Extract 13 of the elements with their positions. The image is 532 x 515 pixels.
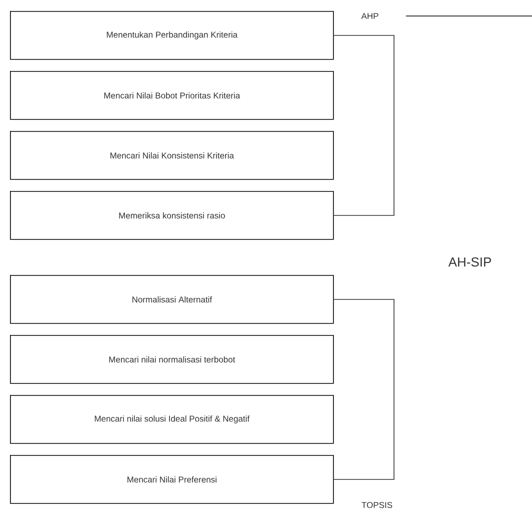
process-box: Normalisasi Alternatif [10,275,334,324]
title-label: AH-SIP [448,257,491,267]
method-label: TOPSIS [362,502,392,508]
process-box: Mencari Nilai Bobot Prioritas Kriteria [10,71,334,120]
process-box: Mencari Nilai Preferensi [10,455,334,504]
process-box: Mencari Nilai Konsistensi Kriteria [10,131,334,180]
bracket-line [333,299,394,480]
process-box: Memeriksa konsistensi rasio [10,191,334,240]
process-box: Menentukan Perbandingan Kriteria [10,11,334,60]
method-label: AHP [361,13,378,19]
process-box: Mencari nilai normalisasi terbobot [10,335,334,384]
process-box: Mencari nilai solusi Ideal Positif & Negatif [10,395,334,444]
bracket-line [333,35,394,216]
